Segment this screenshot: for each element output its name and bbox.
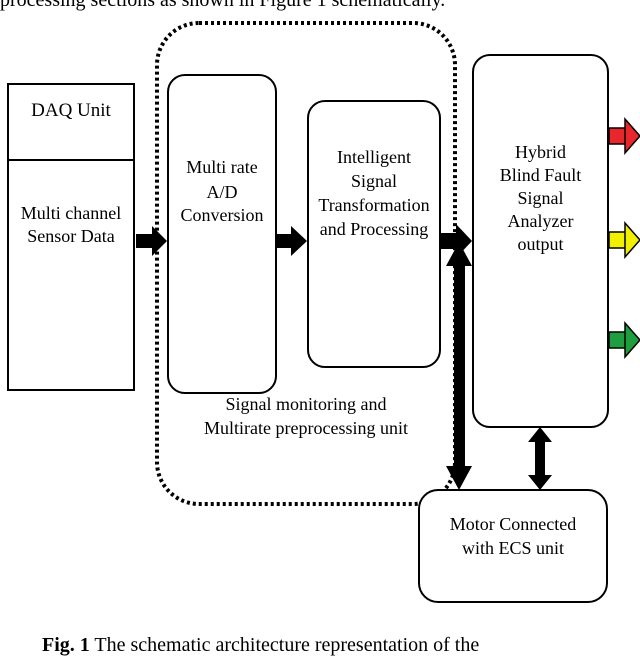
figure-caption: Fig. 1 The schematic architecture repres… [42,633,640,657]
adc-line-1: Multi rate [186,157,258,177]
daq-unit-title: DAQ Unit [31,100,111,121]
daq-divider [9,159,133,161]
output-arrow-red [608,117,640,155]
analyzer-line-2: Blind Fault [499,165,582,185]
transform-block: Intelligent Signal Transformation and Pr… [307,100,441,368]
adc-block: Multi rate A/D Conversion [167,74,277,394]
analyzer-line-1: Hybrid [515,142,566,162]
transform-line-3: Transformation [318,195,430,215]
motor-line-2: with ECS unit [461,538,564,558]
caption-label: Fig. 1 [42,634,90,656]
adc-line-3: Conversion [180,205,264,225]
transform-line-4: and Processing [319,219,429,239]
preprocessing-label-line-2: Multirate preprocessing unit [204,418,408,438]
daq-unit-block: DAQ Unit Multi channel Sensor Data [7,83,135,391]
analyzer-line-5: output [517,234,564,254]
arrow-adc-to-transform [277,226,307,256]
output-arrow-green [608,321,640,359]
double-arrow-vertical-right [528,427,552,490]
preprocessing-label-line-1: Signal monitoring and [225,394,387,414]
arrow-daq-to-adc [136,226,167,256]
adc-line-2: A/D [206,182,238,202]
double-arrow-vertical-left [446,242,472,490]
motor-line-1: Motor Connected [449,514,577,534]
transform-line-2: Signal [350,171,397,191]
daq-body-line-2: Sensor Data [27,226,115,246]
output-arrow-yellow [608,221,640,259]
transform-line-1: Intelligent [337,147,411,167]
caption-text: The schematic architecture representatio… [89,634,480,656]
daq-body-line-1: Multi channel [20,203,122,223]
header-text: processing sections as shown in Figure 1… [0,0,446,11]
analyzer-line-3: Signal [517,188,564,208]
analyzer-block: Hybrid Blind Fault Signal Analyzer outpu… [472,54,609,428]
motor-block: Motor Connected with ECS unit [418,489,608,603]
analyzer-line-4: Analyzer [507,211,574,231]
